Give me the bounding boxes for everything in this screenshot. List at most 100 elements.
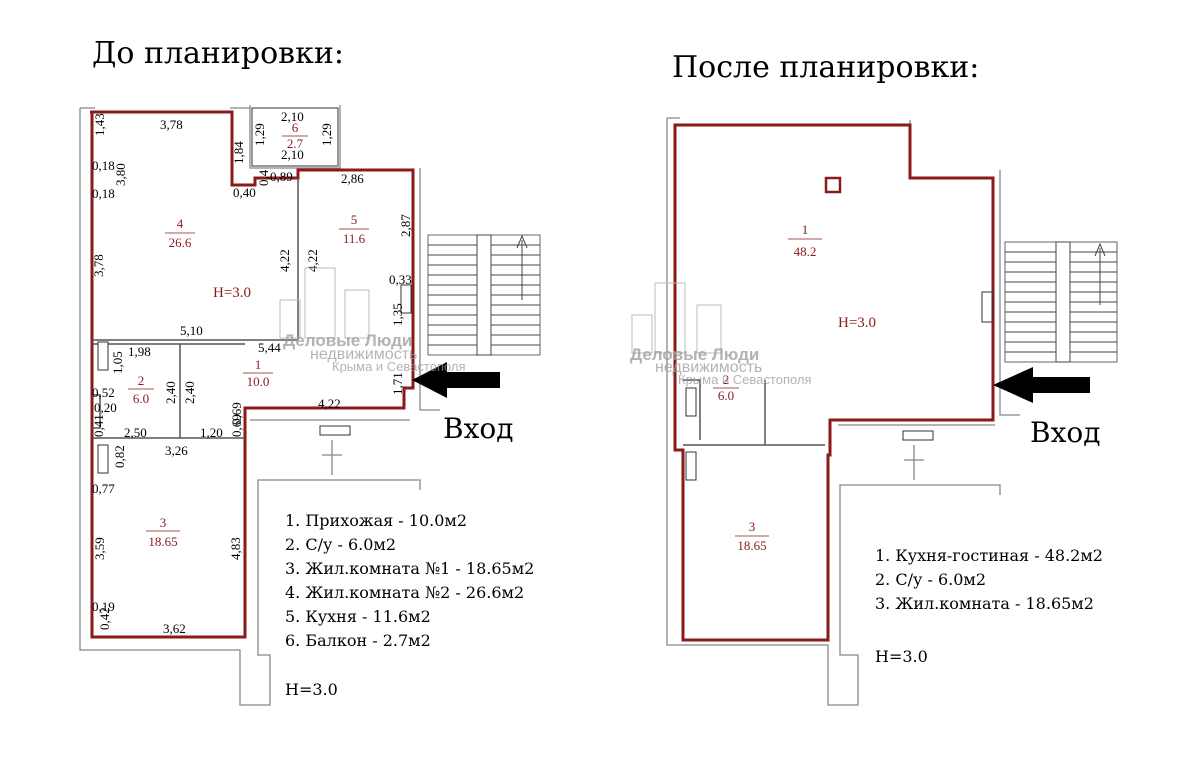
- entry-label-after: Вход: [1030, 416, 1100, 449]
- watermark-line-2: недвижимость: [655, 359, 762, 376]
- dimension-label: 5,44: [258, 340, 281, 355]
- room-area-4: 26.6: [169, 235, 192, 250]
- legend-item: 5. Кухня - 11.6м2: [285, 607, 431, 626]
- plan-after: 1 48.2 2 6.0 3 18.65 H=3.0 Вход 1. Кухня…: [630, 117, 1118, 706]
- dimension-label: 1,98: [128, 344, 151, 359]
- dimension-label: 0,18: [92, 186, 115, 201]
- external-walls-after: [838, 424, 995, 480]
- entry-label-before: Вход: [443, 412, 513, 445]
- internal-walls-before: [92, 178, 299, 439]
- radiator-icon: [97, 341, 109, 371]
- dimension-label: 3,78: [91, 254, 106, 277]
- internal-walls-after: [683, 379, 825, 446]
- dimension-label: 5,10: [180, 323, 203, 338]
- dimension-label: 3,62: [163, 621, 186, 636]
- column-icon: [824, 176, 842, 194]
- watermark-line-1: Деловые Люди: [630, 345, 759, 364]
- dimension-label: 0,52: [92, 385, 115, 400]
- apartment-outline-before: [90, 110, 415, 639]
- room-area-5: 11.6: [343, 231, 366, 246]
- legend-item: 4. Жил.комната №2 - 26.6м2: [285, 583, 524, 602]
- room-number-1: 1: [255, 357, 262, 372]
- dimension-label: 1,43: [92, 113, 107, 136]
- radiator-icon: [902, 430, 934, 441]
- title-after: После планировки:: [672, 50, 979, 85]
- legend-item: 3. Жил.комната №1 - 18.65м2: [285, 559, 534, 578]
- legend-item: 6. Балкон - 2.7м2: [285, 631, 431, 650]
- radiator-icon: [400, 284, 412, 314]
- room-area-2: 6.0: [133, 391, 149, 406]
- dimension-label: 0,41: [91, 414, 106, 437]
- dimension-label: 3,78: [160, 117, 183, 132]
- legend-item: 1. Кухня-гостиная - 48.2м2: [875, 546, 1103, 565]
- dimension-label: 3,59: [92, 537, 107, 560]
- dimension-label: 0,19: [92, 599, 115, 614]
- legend-item: 3. Жил.комната - 18.65м2: [875, 594, 1094, 613]
- radiator-icon: [319, 425, 351, 436]
- dimension-label: 1,29: [319, 123, 334, 146]
- legend-item: 2. С/у - 6.0м2: [875, 570, 986, 589]
- outer-shell-before: [79, 105, 440, 706]
- dimension-label: 1,71: [390, 372, 405, 395]
- room-number-4: 4: [177, 216, 184, 231]
- watermark-line-1: Деловые Люди: [283, 331, 412, 350]
- dimension-label: 2,40: [163, 381, 178, 404]
- dimension-label: 4,83: [228, 537, 243, 560]
- notch-before: [92, 394, 101, 429]
- dimension-label: 0,89: [270, 169, 293, 184]
- radiator-icon: [981, 291, 993, 323]
- room-number-2: 2: [138, 373, 145, 388]
- legend-after: 1. Кухня-гостиная - 48.2м2 2. С/у - 6.0м…: [875, 546, 1103, 666]
- legend-item: 1. Прихожая - 10.0м2: [285, 511, 467, 530]
- dimension-label: 1,20: [200, 425, 223, 440]
- dimension-label: 1,84: [231, 141, 246, 164]
- dimension-label: 1,35: [390, 303, 405, 326]
- legend-before: 1. Прихожая - 10.0м2 2. С/у - 6.0м2 3. Ж…: [285, 511, 534, 699]
- room-area-2-after: 6.0: [718, 388, 734, 403]
- room-number-3: 3: [160, 515, 167, 530]
- room-area-1: 10.0: [247, 374, 270, 389]
- entry-arrow-icon: [993, 367, 1090, 403]
- watermark-before: Деловые Люди недвижимость Крыма и Севаст…: [279, 267, 466, 374]
- dimension-label: 2,50: [124, 425, 147, 440]
- room-number-1-after: 1: [802, 222, 809, 237]
- balcony-before: [251, 107, 339, 167]
- dimension-label: 4,22: [305, 249, 320, 272]
- dimension-label: 0,42: [97, 607, 112, 630]
- dimension-label: 3,26: [165, 443, 188, 458]
- dimension-label: 2,86: [341, 171, 364, 186]
- dimensions-before: 1,43 3,78 1,84 1,29 2,10 2,10 1,29 0,18 …: [91, 109, 413, 636]
- dimension-label: 2,87: [398, 214, 413, 237]
- dimension-label: 1,05: [110, 351, 125, 374]
- watermark-line-2: недвижимость: [310, 346, 417, 363]
- dimension-label: 3,80: [113, 163, 128, 186]
- dimension-label: 0,40: [233, 185, 256, 200]
- external-walls-before: [250, 419, 410, 475]
- radiator-icon: [97, 444, 109, 474]
- height-label-before: Н=3.0: [285, 680, 338, 699]
- room-number-3-after: 3: [749, 519, 756, 534]
- legend-item: 2. С/у - 6.0м2: [285, 535, 396, 554]
- height-label-plan-before: H=3.0: [213, 285, 251, 301]
- room-number-6: 6: [292, 120, 299, 135]
- dimension-label: 0,33: [389, 272, 412, 287]
- room-area-6: 2.7: [287, 136, 304, 151]
- dimension-label: 0,82: [112, 445, 127, 468]
- dimension-label: 4,22: [277, 249, 292, 272]
- radiator-icon: [685, 387, 697, 417]
- room-number-5: 5: [351, 212, 358, 227]
- room-area-1-after: 48.2: [794, 244, 817, 259]
- room-area-3: 18.65: [148, 534, 177, 549]
- watermark-after: Деловые Люди недвижимость Крыма и Севаст…: [630, 282, 812, 387]
- dimension-label: 2,40: [182, 381, 197, 404]
- height-label-after: Н=3.0: [875, 647, 928, 666]
- radiator-icon: [685, 451, 697, 481]
- dimension-label: 0,69: [229, 402, 244, 425]
- dimension-label: 4,22: [318, 396, 341, 411]
- stairs-before: [427, 234, 541, 356]
- dimension-label: 2,10: [281, 109, 304, 124]
- dimension-label: 0,4: [256, 169, 271, 186]
- dimension-label: 0,77: [92, 481, 115, 496]
- plan-before: 4 26.6 5 11.6 6 2.7 1 10.0 2 6.0 3 18.65…: [79, 105, 541, 706]
